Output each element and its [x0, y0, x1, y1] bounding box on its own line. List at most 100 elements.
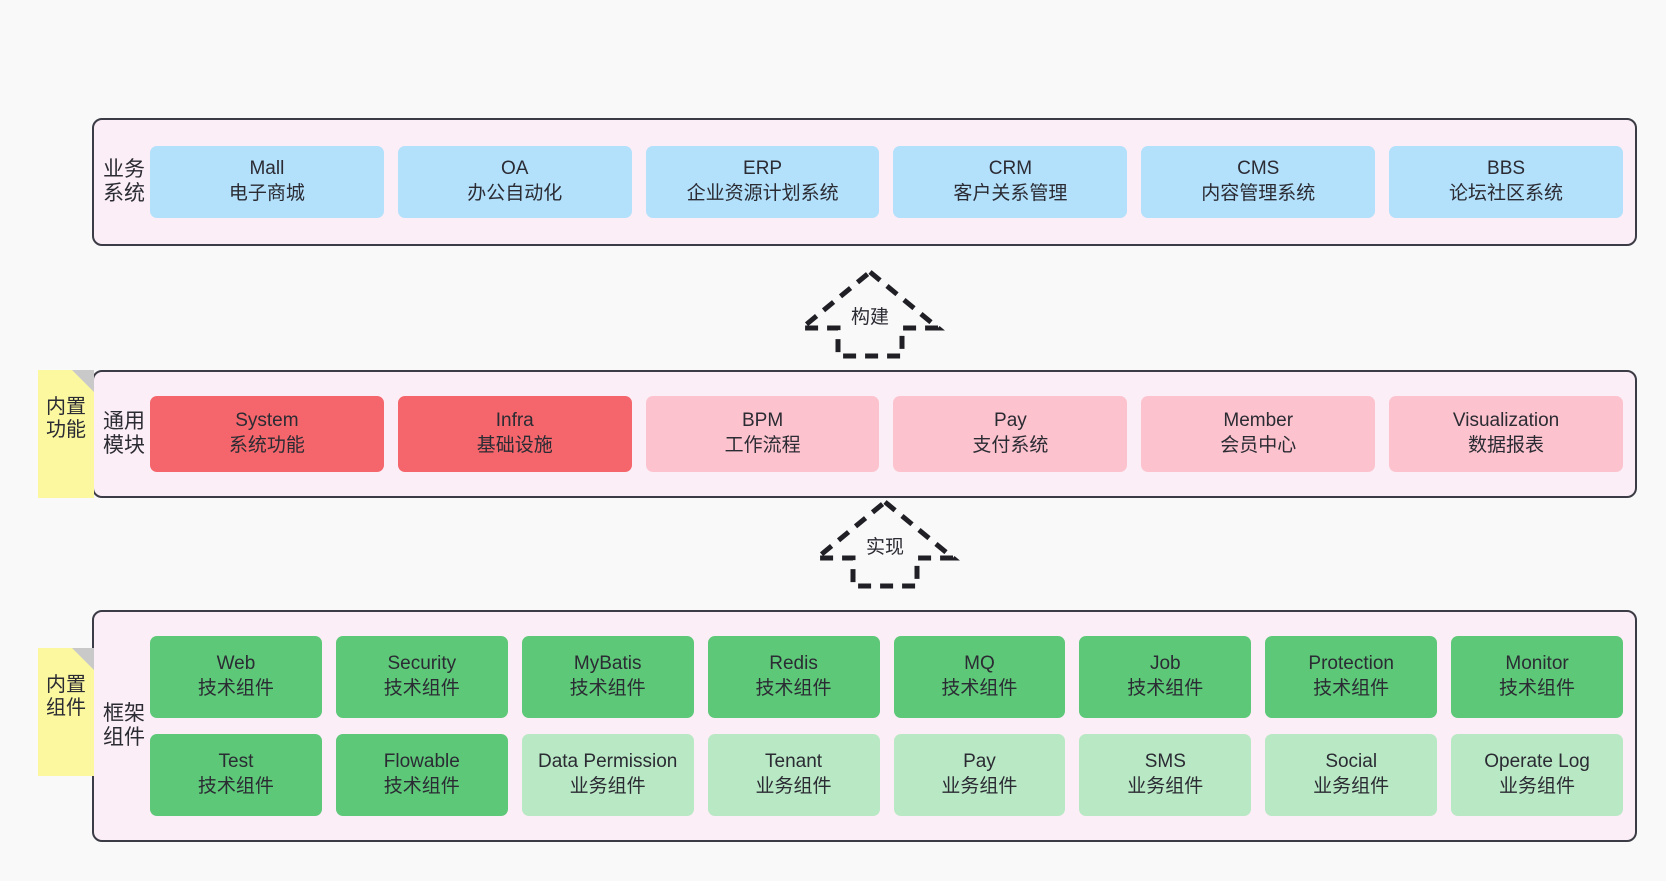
business-card-bbs[interactable]: BBS 论坛社区系统 [1389, 146, 1623, 218]
module-card-system[interactable]: System 系统功能 [150, 396, 384, 472]
component-card-test[interactable]: Test 技术组件 [150, 734, 322, 816]
business-card-erp[interactable]: ERP 企业资源计划系统 [645, 146, 880, 218]
component-card-mq[interactable]: MQ 技术组件 [893, 636, 1066, 718]
note-text: 内置组件 [46, 674, 86, 719]
card-name: Web [216, 653, 256, 675]
module-card-member[interactable]: Member 会员中心 [1141, 396, 1376, 472]
card-desc: 支付系统 [972, 435, 1049, 456]
card-name: CRM [988, 158, 1033, 180]
card-name: ERP [743, 158, 783, 180]
card-name: Mall [249, 158, 285, 180]
sticky-note-builtin-features: 内置功能 [38, 370, 94, 498]
card-name: BBS [1487, 158, 1526, 180]
framework-row-biz: Test 技术组件 Flowable 技术组件 Data Permission … [150, 734, 1623, 816]
dashed-hollow-arrow-up-icon [810, 498, 960, 589]
card-desc: 数据报表 [1468, 435, 1545, 456]
connector-implement: 实现 [805, 496, 965, 589]
card-name: Security [387, 653, 457, 675]
card-desc: 技术组件 [1127, 678, 1204, 699]
component-card-mybatis[interactable]: MyBatis 技术组件 [521, 636, 694, 718]
layer-body-common: System 系统功能 Infra 基础设施 BPM 工作流程 Pay 支付系统… [146, 372, 1635, 496]
card-desc: 企业资源计划系统 [686, 183, 839, 204]
common-row: System 系统功能 Infra 基础设施 BPM 工作流程 Pay 支付系统… [150, 396, 1623, 472]
card-desc: 技术组件 [1313, 678, 1390, 699]
component-card-web[interactable]: Web 技术组件 [150, 636, 322, 718]
card-name: Social [1325, 751, 1378, 773]
card-desc: 会员中心 [1220, 435, 1297, 456]
connector-implement-label: 实现 [865, 537, 904, 558]
layer-body-business: Mall 电子商城 OA 办公自动化 ERP 企业资源计划系统 CRM 客户关系… [146, 120, 1635, 244]
card-desc: 技术组件 [197, 776, 274, 797]
card-name: System [235, 410, 299, 432]
card-name: Protection [1308, 653, 1394, 675]
card-desc: 客户关系管理 [953, 183, 1068, 204]
component-card-social[interactable]: Social 业务组件 [1265, 734, 1438, 816]
component-card-sms[interactable]: SMS 业务组件 [1079, 734, 1252, 816]
card-name: Pay [963, 751, 996, 773]
component-card-data-permission[interactable]: Data Permission 业务组件 [521, 734, 694, 816]
card-desc: 业务组件 [569, 776, 646, 797]
note-text: 内置功能 [46, 396, 86, 441]
card-name: BPM [741, 410, 784, 432]
framework-row-tech: Web 技术组件 Security 技术组件 MyBatis 技术组件 Redi… [150, 636, 1623, 718]
business-card-mall[interactable]: Mall 电子商城 [150, 146, 384, 218]
component-card-job[interactable]: Job 技术组件 [1079, 636, 1252, 718]
card-name: Pay [994, 410, 1027, 432]
connector-build: 构建 [790, 266, 950, 359]
component-card-redis[interactable]: Redis 技术组件 [707, 636, 880, 718]
module-card-visualization[interactable]: Visualization 数据报表 [1389, 396, 1623, 472]
business-card-cms[interactable]: CMS 内容管理系统 [1141, 146, 1376, 218]
card-desc: 业务组件 [941, 776, 1018, 797]
card-name: SMS [1144, 751, 1186, 773]
card-desc: 技术组件 [569, 678, 646, 699]
card-desc: 技术组件 [383, 776, 460, 797]
module-card-bpm[interactable]: BPM 工作流程 [645, 396, 880, 472]
layer-framework-components: 框架组件 Web 技术组件 Security 技术组件 MyBatis 技术组件… [92, 610, 1637, 842]
component-card-security[interactable]: Security 技术组件 [335, 636, 508, 718]
component-card-operate-log[interactable]: Operate Log 业务组件 [1451, 734, 1623, 816]
layer-title-business: 业务系统 [103, 158, 145, 205]
connector-build-label: 构建 [850, 307, 889, 328]
layer-title-common: 通用模块 [103, 410, 145, 457]
card-desc: 系统功能 [228, 435, 305, 456]
card-desc: 技术组件 [1499, 678, 1576, 699]
layer-common-modules: 通用模块 System 系统功能 Infra 基础设施 BPM 工作流程 Pay… [92, 370, 1637, 498]
card-desc: 技术组件 [197, 678, 274, 699]
business-card-crm[interactable]: CRM 客户关系管理 [893, 146, 1128, 218]
dashed-hollow-arrow-up-icon [795, 268, 945, 359]
card-name: Infra [495, 410, 534, 432]
card-name: Monitor [1505, 653, 1569, 675]
card-name: OA [501, 158, 529, 180]
card-name: Data Permission [537, 751, 678, 773]
card-desc: 论坛社区系统 [1449, 183, 1564, 204]
layer-title-framework: 框架组件 [103, 702, 145, 749]
card-desc: 电子商城 [228, 183, 305, 204]
card-desc: 内容管理系统 [1201, 183, 1316, 204]
card-desc: 技术组件 [383, 678, 460, 699]
card-name: MQ [964, 653, 995, 675]
card-desc: 技术组件 [755, 678, 832, 699]
note-fold-icon [72, 648, 94, 670]
component-card-protection[interactable]: Protection 技术组件 [1265, 636, 1438, 718]
card-name: Member [1223, 410, 1294, 432]
component-card-flowable[interactable]: Flowable 技术组件 [335, 734, 508, 816]
component-card-monitor[interactable]: Monitor 技术组件 [1451, 636, 1623, 718]
sticky-note-builtin-components: 内置组件 [38, 648, 94, 776]
business-row: Mall 电子商城 OA 办公自动化 ERP 企业资源计划系统 CRM 客户关系… [150, 146, 1623, 218]
module-card-pay[interactable]: Pay 支付系统 [893, 396, 1128, 472]
card-desc: 业务组件 [1127, 776, 1204, 797]
component-card-tenant[interactable]: Tenant 业务组件 [707, 734, 880, 816]
layer-body-framework: Web 技术组件 Security 技术组件 MyBatis 技术组件 Redi… [146, 612, 1635, 840]
card-name: MyBatis [573, 653, 642, 675]
business-card-oa[interactable]: OA 办公自动化 [397, 146, 632, 218]
card-name: Job [1149, 653, 1181, 675]
layer-business-systems: 业务系统 Mall 电子商城 OA 办公自动化 ERP 企业资源计划系统 CRM… [92, 118, 1637, 246]
card-desc: 办公自动化 [467, 183, 563, 204]
card-name: Tenant [765, 751, 823, 773]
card-desc: 业务组件 [1499, 776, 1576, 797]
card-name: Visualization [1452, 410, 1560, 432]
card-name: Redis [769, 653, 818, 675]
module-card-infra[interactable]: Infra 基础设施 [397, 396, 632, 472]
component-card-pay[interactable]: Pay 业务组件 [893, 734, 1066, 816]
